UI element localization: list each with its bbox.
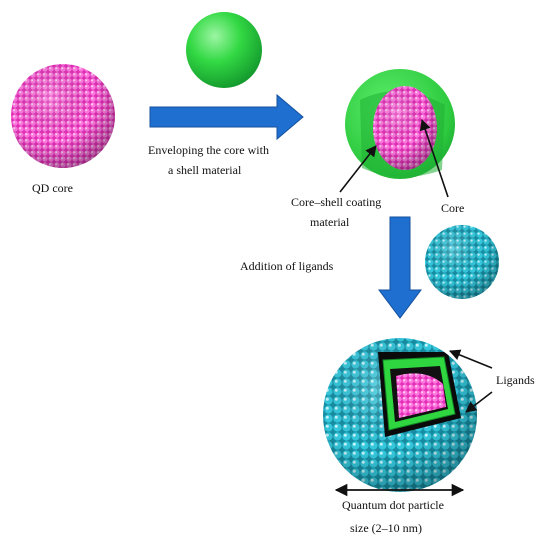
ligands-pointer-arrow-bottom — [465, 391, 493, 413]
particle-size-label-line1: Quantum dot particle — [342, 498, 444, 512]
core-shell-pointer-arrow — [339, 145, 377, 193]
quantum-dot-particle — [323, 338, 477, 492]
qd-core-label: QD core — [32, 181, 73, 195]
ligands-label: Ligands — [496, 373, 535, 387]
addition-of-ligands-label: Addition of ligands — [240, 259, 334, 273]
addition-of-ligands-arrow — [378, 216, 422, 319]
core-shell-label-line2: material — [310, 215, 350, 229]
core-shell-label-line1: Core–shell coating — [291, 195, 382, 209]
shell-material-sphere — [186, 12, 262, 88]
enveloping-arrow — [149, 93, 304, 141]
ligands-pointer-arrow-top — [448, 349, 493, 369]
enveloping-label-line1: Enveloping the core with — [148, 143, 269, 157]
core-label: Core — [441, 201, 465, 215]
core-shell-sphere — [345, 69, 455, 179]
qd-core-sphere — [11, 64, 115, 168]
core-pointer-arrow — [419, 118, 449, 198]
enveloping-label-line2: a shell material — [168, 163, 242, 177]
ligand-sphere — [425, 225, 499, 299]
particle-size-label-line2: size (2–10 nm) — [350, 521, 422, 535]
